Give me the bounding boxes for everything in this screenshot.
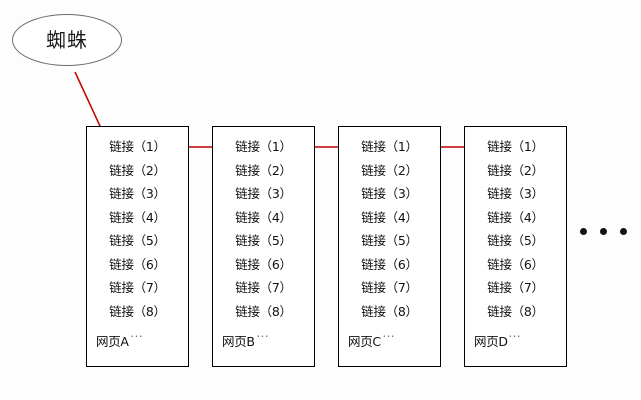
list-item[interactable]: 链接（4）	[487, 209, 544, 225]
list-item[interactable]: 链接（4）	[235, 209, 292, 225]
list-item[interactable]: 链接（4）	[109, 209, 166, 225]
list-item[interactable]: 链接（4）	[361, 209, 418, 225]
list-item[interactable]: 链接（5）	[109, 233, 166, 248]
list-item[interactable]: 链接（8）	[235, 303, 292, 319]
link-list-ellipsis: …	[382, 325, 397, 340]
page-box-d[interactable]: 链接（1） 链接（2） 链接（3） 链接（4） 链接（5） 链接（6） 链接（7…	[464, 126, 567, 367]
link-list-ellipsis: …	[130, 325, 145, 340]
link-list-ellipsis: …	[256, 325, 271, 340]
list-item[interactable]: 链接（8）	[487, 303, 544, 319]
list-item[interactable]: 链接（7）	[361, 280, 418, 295]
page-name-label: 网页C	[348, 334, 381, 349]
list-item[interactable]: 链接（5）	[361, 233, 418, 248]
link-list-a: 链接（1） 链接（2） 链接（3） 链接（4） 链接（5） 链接（6） 链接（7…	[87, 135, 188, 343]
list-item[interactable]: 链接（6）	[235, 256, 292, 272]
list-item[interactable]: 链接（6）	[487, 256, 544, 272]
list-item[interactable]: 链接（3）	[487, 186, 544, 201]
page-name-label: 网页A	[96, 334, 129, 349]
page-name-label: 网页B	[222, 334, 255, 349]
list-item[interactable]: 链接（3）	[109, 186, 166, 201]
list-item[interactable]: 链接（2）	[235, 162, 292, 178]
list-item[interactable]: 链接（1）	[361, 139, 418, 154]
page-box-a[interactable]: 链接（1） 链接（2） 链接（3） 链接（4） 链接（5） 链接（6） 链接（7…	[86, 126, 189, 367]
list-item[interactable]: 链接（1）	[109, 139, 166, 154]
list-item[interactable]: 链接（6）	[109, 256, 166, 272]
link-list-b: 链接（1） 链接（2） 链接（3） 链接（4） 链接（5） 链接（6） 链接（7…	[213, 135, 314, 343]
ellipsis-dot	[600, 228, 607, 235]
list-item[interactable]: 链接（1）	[235, 139, 292, 154]
list-item[interactable]: 链接（3）	[235, 186, 292, 201]
list-item[interactable]: 链接（5）	[235, 233, 292, 248]
list-item[interactable]: 链接（1）	[487, 139, 544, 154]
list-item[interactable]: 链接（3）	[361, 186, 418, 201]
list-item[interactable]: 链接（7）	[487, 280, 544, 295]
list-item[interactable]: 链接（5）	[487, 233, 544, 248]
page-name-label: 网页D	[474, 334, 508, 349]
page-box-c[interactable]: 链接（1） 链接（2） 链接（3） 链接（4） 链接（5） 链接（6） 链接（7…	[338, 126, 441, 367]
ellipsis-dot	[580, 228, 587, 235]
list-item[interactable]: 链接（6）	[361, 256, 418, 272]
list-item[interactable]: 链接（8）	[109, 303, 166, 319]
list-item[interactable]: 链接（2）	[487, 162, 544, 178]
list-item[interactable]: 链接（7）	[109, 280, 166, 295]
link-list-ellipsis: …	[508, 325, 523, 340]
link-list-d: 链接（1） 链接（2） 链接（3） 链接（4） 链接（5） 链接（6） 链接（7…	[465, 135, 566, 343]
continuation-ellipsis	[580, 228, 627, 235]
spider-node: 蜘蛛	[12, 14, 122, 66]
link-list-c: 链接（1） 链接（2） 链接（3） 链接（4） 链接（5） 链接（6） 链接（7…	[339, 135, 440, 343]
page-box-b[interactable]: 链接（1） 链接（2） 链接（3） 链接（4） 链接（5） 链接（6） 链接（7…	[212, 126, 315, 367]
spider-node-label: 蜘蛛	[46, 28, 88, 52]
list-item[interactable]: 链接（2）	[109, 162, 166, 178]
list-item[interactable]: 链接（7）	[235, 280, 292, 295]
list-item[interactable]: 链接（2）	[361, 162, 418, 178]
ellipsis-dot	[620, 228, 627, 235]
list-item[interactable]: 链接（8）	[361, 303, 418, 319]
